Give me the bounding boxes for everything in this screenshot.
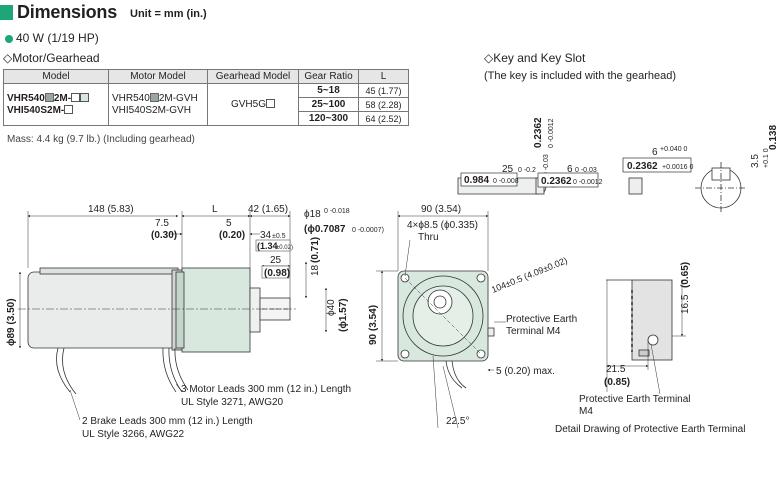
dim-label: 25 [502,164,514,175]
dim-label: 90 (3.54) [421,204,461,215]
dim-label: 148 (5.83) [88,204,134,215]
dim-label: (0.30) [151,230,177,241]
key-section-note: (The key is included with the gearhead) [484,70,676,82]
pe-label: Protective Earth Terminal [579,394,691,405]
angle-label: 22.5° [446,416,469,427]
pe-label: Terminal M4 [506,326,561,337]
dim-label: (0.71) [310,237,321,263]
placeholder-box-icon [64,104,74,114]
l-cell: 64 (2.52) [358,111,409,126]
thru-label: Thru [418,232,439,243]
key-section-title: ◇Key and Key Slot [484,51,586,65]
leads-label: 2 Brake Leads 300 mm (12 in.) Length [82,416,253,427]
motor-section-title: ◇Motor/Gearhead [3,51,100,65]
dim-tol: 0 -0.03 [575,167,597,174]
dim-label: ϕ18 [304,209,321,220]
dim-tol: 0 -0.008 [493,178,519,185]
dim-label: 0.2362 [533,117,544,148]
dim-label: 5 [226,218,232,229]
gearhead-cell: GVH5G [207,83,299,126]
table-row: 25~100 58 (2.28) [4,97,409,112]
dim-label: 7.5 [155,218,169,229]
dim-label: ϕ89 (3.50) [6,298,17,346]
pe-label: M4 [579,406,593,417]
dim-tol: ±0.5 [272,233,286,240]
col-header: L [358,69,409,84]
dim-label: 0.2362 [541,176,572,187]
leads-label: 3 Motor Leads 300 mm (12 in.) Length [181,384,351,395]
dim-label: ϕ40 [326,299,337,316]
unit-label: Unit = mm (in.) [130,8,207,20]
dim-label: (ϕ0.7087 [304,224,346,235]
dim-label: 18 [310,264,321,276]
dim-label: 6 [567,164,573,175]
dim-label: (0.65) [680,262,691,288]
dim-label: (ϕ1.57) [338,298,349,332]
dim-label: 0.984 [464,175,489,186]
ratio-cell: 120~300 [298,111,359,126]
pcd-label: 104±0.5 (4.09±0.02) [490,255,569,295]
dim-label: 21.5 [606,364,626,375]
dim-tol: +0.1 0 [763,148,770,168]
dim-tol: 0 -0.2 [518,167,536,174]
dim-tol: 0 -0.03 [543,154,550,176]
section-marker [0,5,13,20]
holes-label: 4×ϕ8.5 (ϕ0.335) [407,220,478,231]
dim-tol: ±0.02) [276,245,293,251]
dim-label: 34 [260,230,272,241]
dim-label: 16.5 [680,294,691,314]
dim-tol: 0 -0.0012 [548,118,555,148]
page-title: Dimensions [17,2,118,22]
dim-label: (1.34 [257,241,278,251]
bullet-icon [5,35,13,43]
leads-label: UL Style 3271, AWG20 [181,397,284,408]
placeholder-box-icon [71,92,81,102]
spec-table: Model Motor Model Gearhead Model Gear Ra… [3,69,409,126]
dim-tol: 0 -0.0007) [352,227,384,234]
detail-caption: Detail Drawing of Protective Earth Termi… [555,424,745,435]
dim-label: 5 (0.20) max. [496,366,555,377]
dim-label: (0.98) [264,268,290,279]
dim-label: 0.138 [768,125,779,150]
dim-label: 3.5 [750,154,761,168]
dim-tol: 0 -0.018 [324,208,350,215]
dim-label: 42 (1.65) [248,204,288,215]
dim-label: (0.20) [219,230,245,241]
mass-note: Mass: 4.4 kg (9.7 lb.) (Including gearhe… [7,134,195,145]
leads-label: UL Style 3266, AWG22 [82,429,185,440]
placeholder-box-icon [149,92,159,102]
pe-label: Protective Earth [506,314,577,325]
placeholder-box-icon [266,99,275,108]
dim-label: 6 [652,147,658,158]
dim-tol: +0.040 0 [660,146,688,153]
dim-label: 90 (3.54) [368,305,379,345]
placeholder-box-icon [80,92,90,102]
dim-label: 25 [270,255,282,266]
dim-label: L [212,204,218,215]
dim-label: 0.2362 [627,161,658,172]
dim-tol: 0 -0.0012 [573,179,603,186]
dim-label: (0.85) [604,377,630,388]
placeholder-box-icon [44,92,54,102]
power-rating: 40 W (1/19 HP) [16,31,99,45]
dim-tol: +0.0016 0 [662,164,693,171]
table-row: 120~300 64 (2.52) [4,111,409,126]
